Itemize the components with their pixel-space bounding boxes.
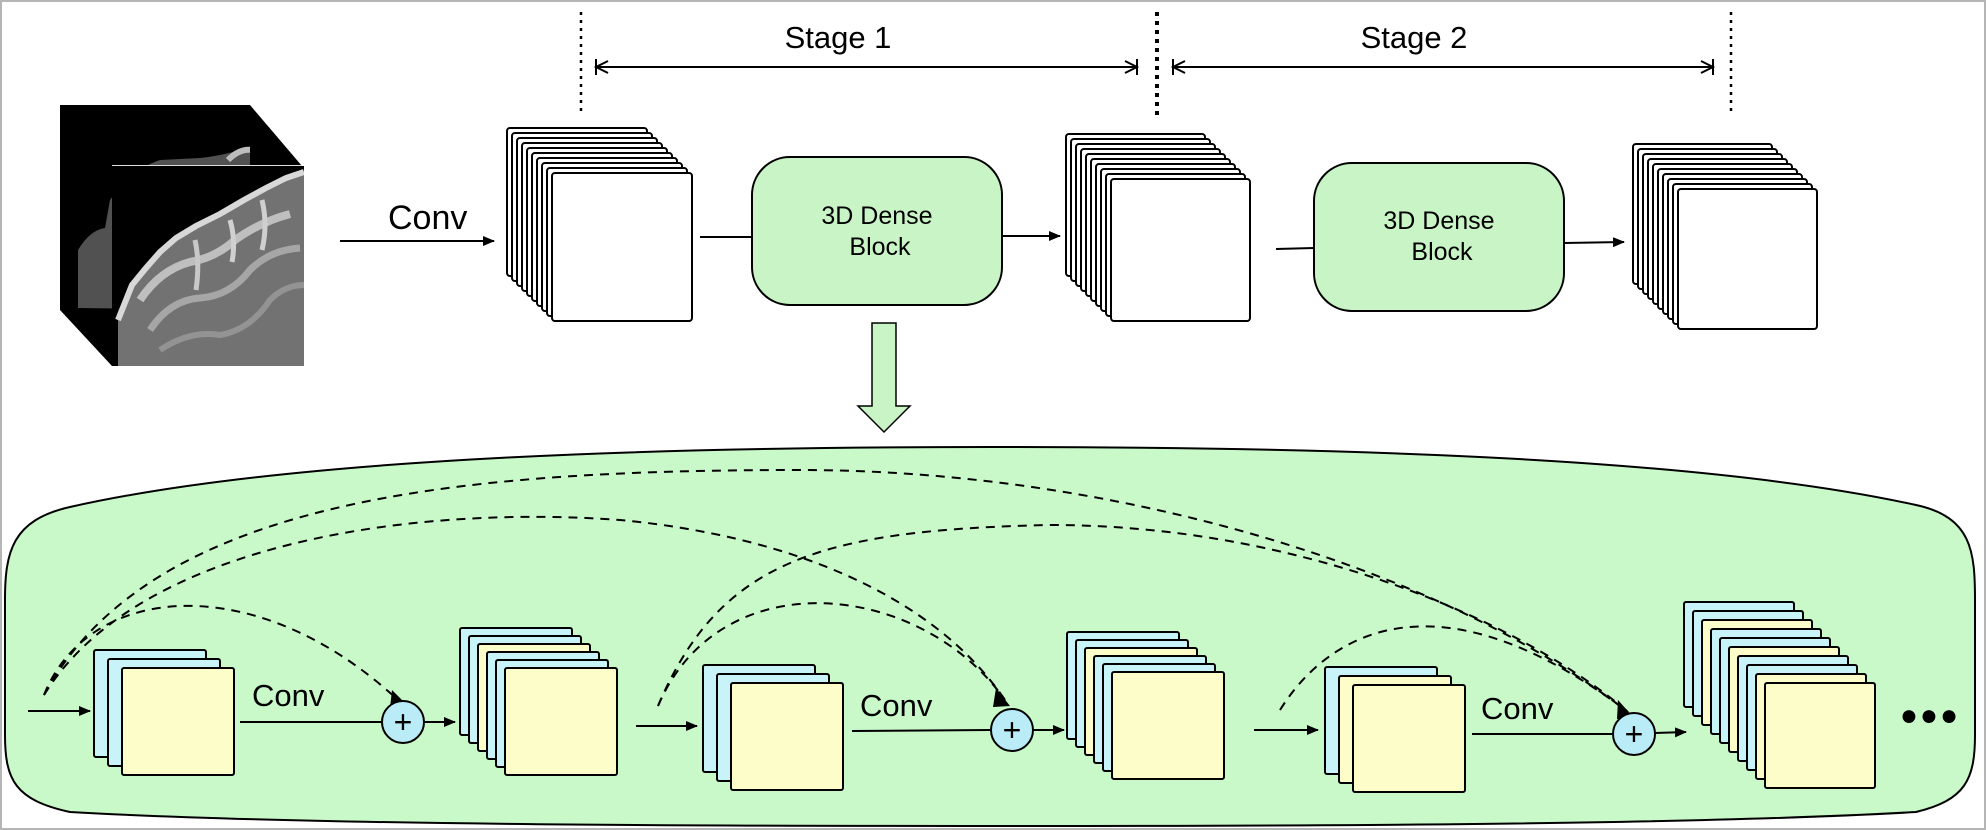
dense-block-2-label-line2: Block — [1411, 238, 1473, 266]
concat-feature-stack-3 — [1683, 601, 1876, 789]
feature-map — [730, 682, 844, 791]
feature-map — [121, 667, 235, 776]
feature-map — [504, 667, 618, 776]
conv-label-top: Conv — [388, 199, 467, 237]
conv-label-bottom-1: Conv — [252, 678, 325, 713]
skip-2-to-plus2 — [657, 602, 1006, 707]
skip-1-to-plus2 — [43, 515, 1006, 701]
dense-skip-connections — [43, 468, 1629, 713]
dense-block-2-label-line1: 3D Dense — [1383, 207, 1494, 235]
feature-map — [1764, 682, 1876, 789]
plus-node-3 — [1612, 712, 1656, 756]
expand-arrow — [856, 322, 912, 434]
dense-block-detail-panel — [4, 445, 1976, 828]
skip-1-to-plus3 — [43, 468, 1629, 713]
concat-feature-stack-2 — [1066, 631, 1225, 780]
dense-block-1-label-line2: Block — [849, 233, 911, 261]
feature-map-stack-3 — [1632, 143, 1818, 330]
feature-map — [1110, 178, 1251, 322]
connector-stack2-block2 — [1275, 247, 1315, 250]
dense-block-2 — [1313, 162, 1565, 312]
feature-map-stack-2 — [1065, 133, 1251, 322]
feature-map — [1677, 188, 1818, 330]
dense-block-1 — [751, 156, 1003, 306]
continuation-ellipsis: ●●● — [1900, 699, 1960, 732]
mri-input-volume — [60, 105, 304, 366]
skip-3-to-plus3 — [1279, 625, 1629, 713]
plus-sign-2: + — [1003, 712, 1022, 748]
plus3-to-concat — [1654, 727, 1687, 738]
skip-2-to-plus3 — [657, 523, 1629, 713]
conv-label-bottom-2: Conv — [860, 688, 933, 723]
small-feature-stack-2 — [702, 664, 844, 791]
concat-feature-stack-1 — [459, 627, 618, 776]
small-feature-stack-1 — [93, 649, 235, 776]
feature-map — [1111, 671, 1225, 780]
connector-block2-stack3 — [1563, 237, 1625, 248]
feature-map — [551, 172, 693, 322]
skip-1-to-plus1 — [43, 605, 401, 703]
dense-block-1-label-line1: 3D Dense — [821, 202, 932, 230]
plus-sign-1: + — [394, 704, 413, 740]
stage1-label: Stage 1 — [785, 20, 892, 55]
feature-map — [1352, 684, 1466, 793]
plus-sign-3: + — [1625, 716, 1644, 752]
feature-map-stack-1 — [506, 127, 693, 322]
conv-arrow-bottom-2 — [851, 729, 991, 732]
stage-markers: Stage 1 Stage 2 — [579, 12, 1733, 116]
small-feature-stack-3 — [1324, 666, 1466, 793]
conv-label-bottom-3: Conv — [1481, 691, 1554, 726]
stage2-label: Stage 2 — [1361, 20, 1468, 55]
